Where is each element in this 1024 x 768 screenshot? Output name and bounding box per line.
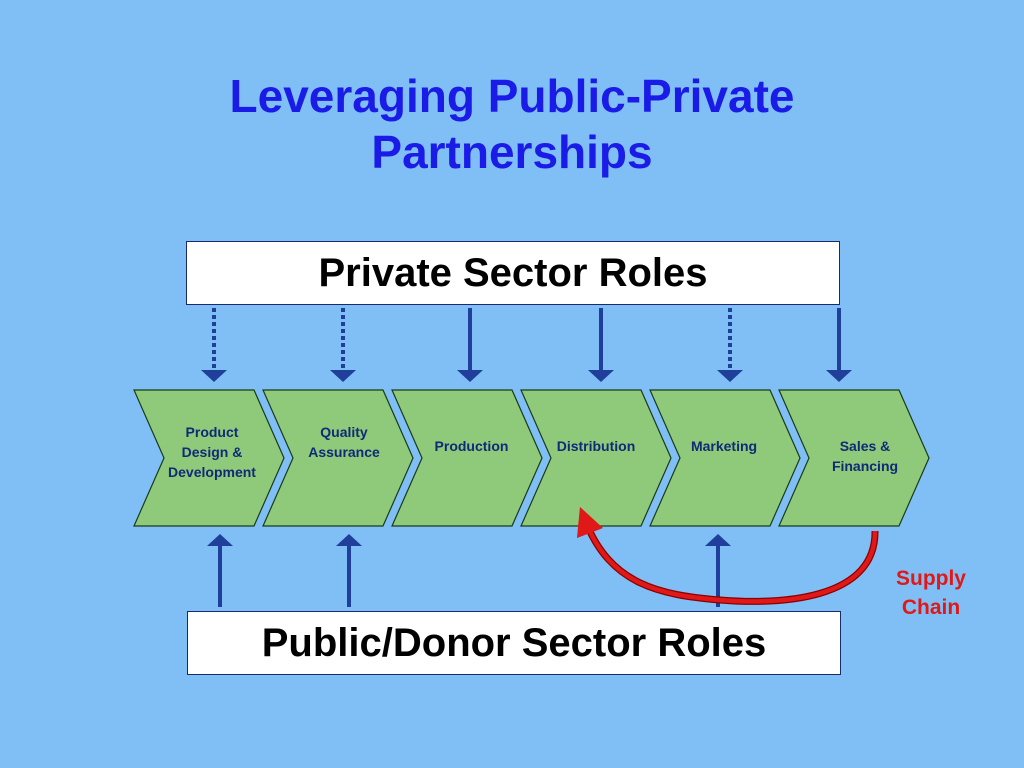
chain-step-label: Distribution <box>556 438 636 454</box>
private-role-arrow <box>201 308 227 382</box>
chain-step-chevron <box>133 389 285 527</box>
chain-step-label: Marketing <box>690 438 758 454</box>
chain-step-label: Production <box>434 438 509 454</box>
chain-step-label: Sales & Financing <box>831 438 899 474</box>
private-role-arrow <box>457 308 483 382</box>
public-donor-sector-roles-box: Public/Donor Sector Roles <box>187 611 841 675</box>
private-role-arrow <box>330 308 356 382</box>
title-line-1: Leveraging Public-Private <box>229 70 795 122</box>
private-role-arrow <box>826 308 852 382</box>
slide-title: Leveraging Public-Private Partnerships <box>0 68 1024 180</box>
chain-step-label: Product Design & Development <box>168 424 256 480</box>
chain-step-chevron <box>262 389 414 527</box>
private-role-arrow <box>717 308 743 382</box>
private-sector-roles-box: Private Sector Roles <box>186 241 840 305</box>
chain-step-chevron <box>649 389 801 527</box>
chain-step-chevron <box>391 389 543 527</box>
chain-step-label: Quality Assurance <box>308 424 380 460</box>
title-line-2: Partnerships <box>371 126 653 178</box>
chain-step-chevron <box>778 389 930 527</box>
supply-chain-arrow-fill <box>582 519 878 604</box>
public-role-arrow <box>207 534 233 607</box>
public-role-arrow <box>336 534 362 607</box>
supply-chain-label: Supply Chain <box>895 567 966 619</box>
chain-step-chevron <box>520 389 672 527</box>
private-role-arrow <box>588 308 614 382</box>
